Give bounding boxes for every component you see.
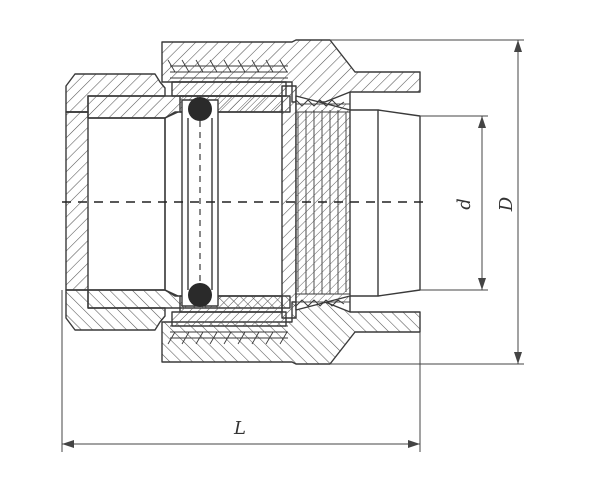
- pipe-stub: [349, 92, 421, 312]
- inner-diameter-label: d: [454, 198, 475, 210]
- outer-diameter-label: D: [496, 196, 517, 212]
- length-label: L: [233, 418, 246, 439]
- clamp-ring-lower: [171, 295, 287, 327]
- nut-upper-section: [161, 39, 421, 103]
- oring-bottom-icon: [188, 283, 212, 307]
- dimension-arrows: [62, 40, 522, 448]
- inner-bore: [88, 111, 179, 297]
- oring-top-icon: [188, 97, 212, 121]
- dimension-lines: [61, 39, 524, 452]
- threaded-insert: [281, 85, 351, 319]
